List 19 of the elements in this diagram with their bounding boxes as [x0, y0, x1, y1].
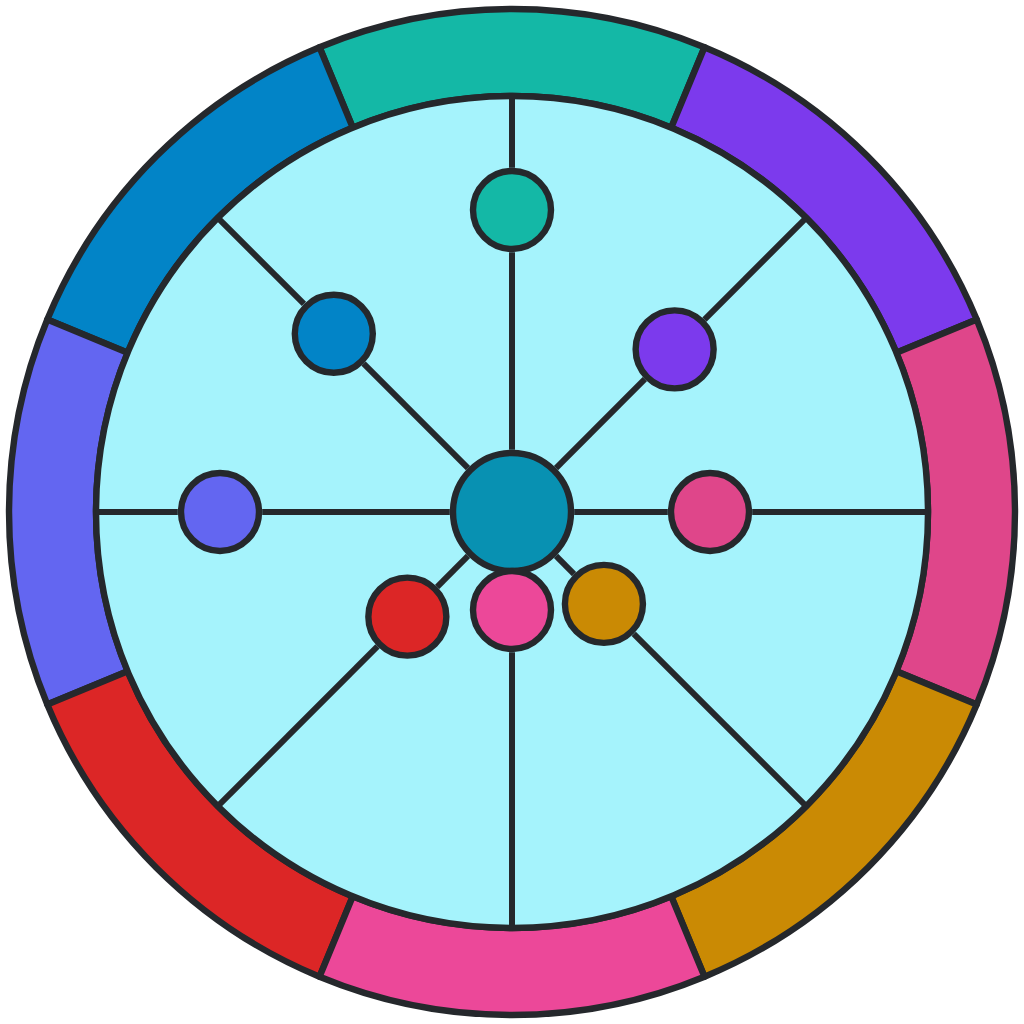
spoke-line — [361, 361, 471, 471]
spoke-line — [631, 631, 809, 809]
spoke-line — [215, 644, 380, 809]
spoke-line — [509, 252, 515, 450]
spoke-line — [553, 553, 577, 577]
spoke-line — [574, 509, 668, 515]
spoke-line — [509, 96, 515, 168]
hub-circle — [449, 449, 575, 575]
spoke-line — [96, 509, 178, 515]
spoke-line — [215, 215, 307, 307]
spoke-line — [509, 652, 515, 928]
spoke-line — [752, 509, 928, 515]
spoke-line — [702, 215, 809, 322]
spoke-line — [553, 377, 647, 471]
ring-segment — [893, 316, 1019, 708]
spoke-line — [262, 509, 450, 515]
spoke-line — [435, 553, 471, 589]
ring-segment — [5, 316, 131, 708]
ring-segment — [316, 893, 708, 1019]
